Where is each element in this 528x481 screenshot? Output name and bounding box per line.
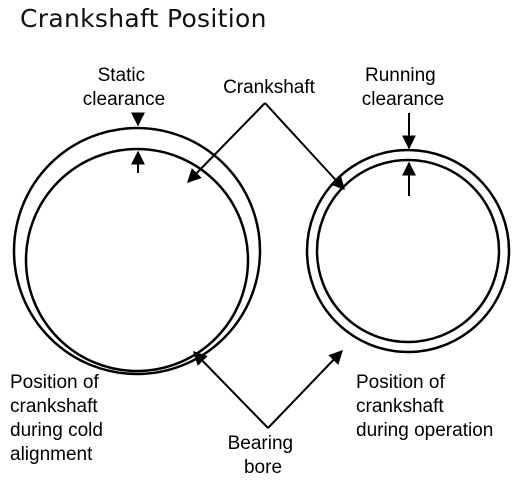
operation-label: Position of crankshaft during operation xyxy=(356,372,493,441)
static-clearance-label: Static clearance xyxy=(83,65,165,110)
cold-alignment-label: Position of crankshaft during cold align… xyxy=(10,372,108,465)
right-crankshaft xyxy=(315,158,501,344)
crankshaft-label: Crankshaft xyxy=(223,77,316,98)
right-bearing-bore xyxy=(305,148,511,354)
left-bearing-bore xyxy=(12,126,262,376)
crankshaft-pointer-left xyxy=(187,102,266,184)
bearing-bore-pointer-right xyxy=(267,349,343,429)
bearing-bore-pointer-left xyxy=(193,350,269,429)
left-crankshaft xyxy=(24,147,250,373)
crankshaft-pointer-right xyxy=(264,102,345,191)
bearing-bore-label: Bearing bore xyxy=(228,433,299,478)
running-clearance-label: Running clearance xyxy=(362,65,444,110)
page-title: Crankshaft Position xyxy=(20,4,267,33)
